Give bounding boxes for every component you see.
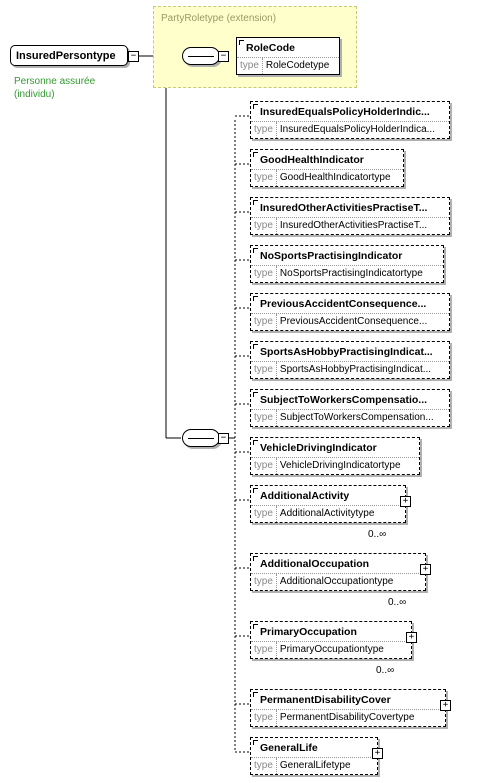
element-type: InsuredOtherActivitiesPractiseT...	[279, 220, 428, 231]
element-type: InsuredEqualsPolicyHolderIndica...	[279, 124, 435, 135]
element-name: AdditionalOccupation	[260, 558, 370, 570]
element-marker-icon	[253, 740, 258, 745]
element-type: AdditionalOccupationtype	[279, 576, 394, 587]
cardinality-label: 0..∞	[368, 529, 387, 540]
extension-title: PartyRoletype (extension)	[161, 13, 277, 24]
type-keyword: type	[251, 506, 277, 522]
root-documentation: Personne assurée (individu)	[14, 75, 95, 101]
element-marker-icon	[253, 344, 258, 349]
root-element[interactable]: InsuredPersontype	[10, 45, 128, 66]
type-keyword: type	[251, 122, 277, 138]
element-marker-icon	[253, 556, 258, 561]
element-name: SportsAsHobbyPractisingIndicat...	[260, 346, 433, 358]
element-type: VehicleDrivingIndicatortype	[279, 460, 401, 471]
element-type: GoodHealthIndicatortype	[279, 172, 391, 183]
element-marker-icon	[253, 392, 258, 397]
element-type: PrimaryOccupationtype	[279, 644, 384, 655]
element-name: RoleCode	[246, 42, 296, 54]
type-keyword: type	[251, 710, 277, 726]
element-name: InsuredOtherActivitiesPractiseT...	[260, 202, 428, 214]
element-marker-icon	[253, 104, 258, 109]
sequence-compositor-icon[interactable]	[182, 47, 220, 65]
cardinality-label: 0..∞	[376, 665, 395, 676]
collapse-icon[interactable]: −	[128, 51, 139, 62]
sequence-compositor-icon[interactable]	[182, 429, 220, 447]
type-keyword: type	[251, 362, 277, 378]
element-type: PreviousAccidentConsequence...	[279, 316, 428, 327]
element-marker-icon	[239, 40, 244, 45]
element-name: GeneralLife	[260, 742, 318, 754]
element-marker-icon	[253, 624, 258, 629]
type-keyword: type	[251, 314, 277, 330]
type-keyword: type	[251, 574, 277, 590]
element-name: AdditionalActivity	[260, 490, 350, 502]
element-type: GeneralLifetype	[279, 760, 351, 771]
element-type: SubjectToWorkersCompensation...	[279, 412, 434, 423]
type-keyword: type	[251, 218, 277, 234]
element-name: InsuredEqualsPolicyHolderIndic...	[260, 106, 430, 118]
element-marker-icon	[253, 692, 258, 697]
element-name: GoodHealthIndicator	[260, 154, 364, 166]
element-marker-icon	[253, 152, 258, 157]
element-marker-icon	[253, 296, 258, 301]
type-keyword: type	[251, 170, 277, 186]
element-name: PrimaryOccupation	[260, 626, 357, 638]
element-type: SportsAsHobbyPractisingIndicat...	[279, 364, 432, 375]
cardinality-label: 0..∞	[388, 597, 407, 608]
element-name: NoSportsPractisingIndicator	[260, 250, 403, 262]
expand-icon[interactable]: +	[372, 748, 383, 759]
type-keyword: type	[251, 758, 277, 774]
type-keyword: type	[251, 410, 277, 426]
type-keyword: type	[251, 642, 277, 658]
type-keyword: type	[251, 266, 277, 282]
element-marker-icon	[253, 200, 258, 205]
root-element-name: InsuredPersontype	[16, 50, 116, 62]
expand-icon[interactable]: +	[400, 496, 411, 507]
collapse-icon[interactable]: −	[218, 51, 229, 62]
element-type: PermanentDisabilityCovertype	[279, 712, 415, 723]
element-name: PreviousAccidentConsequence...	[260, 298, 427, 310]
element-name: VehicleDrivingIndicator	[260, 442, 377, 454]
element-name: SubjectToWorkersCompensatio...	[260, 394, 428, 406]
expand-icon[interactable]: +	[420, 564, 431, 575]
element-type: AdditionalActivitytype	[279, 508, 375, 519]
element-type: RoleCodetype	[265, 60, 330, 71]
type-keyword: type	[237, 58, 263, 74]
element-marker-icon	[253, 488, 258, 493]
element-marker-icon	[253, 440, 258, 445]
expand-icon[interactable]: +	[406, 632, 417, 643]
element-name: PermanentDisabilityCover	[260, 694, 391, 706]
type-keyword: type	[251, 458, 277, 474]
documentation-line-2: (individu)	[14, 89, 55, 100]
element-type: NoSportsPractisingIndicatortype	[279, 268, 423, 279]
collapse-icon[interactable]: −	[218, 433, 229, 444]
element-marker-icon	[253, 248, 258, 253]
documentation-line-1: Personne assurée	[14, 76, 96, 87]
expand-icon[interactable]: +	[440, 700, 451, 711]
